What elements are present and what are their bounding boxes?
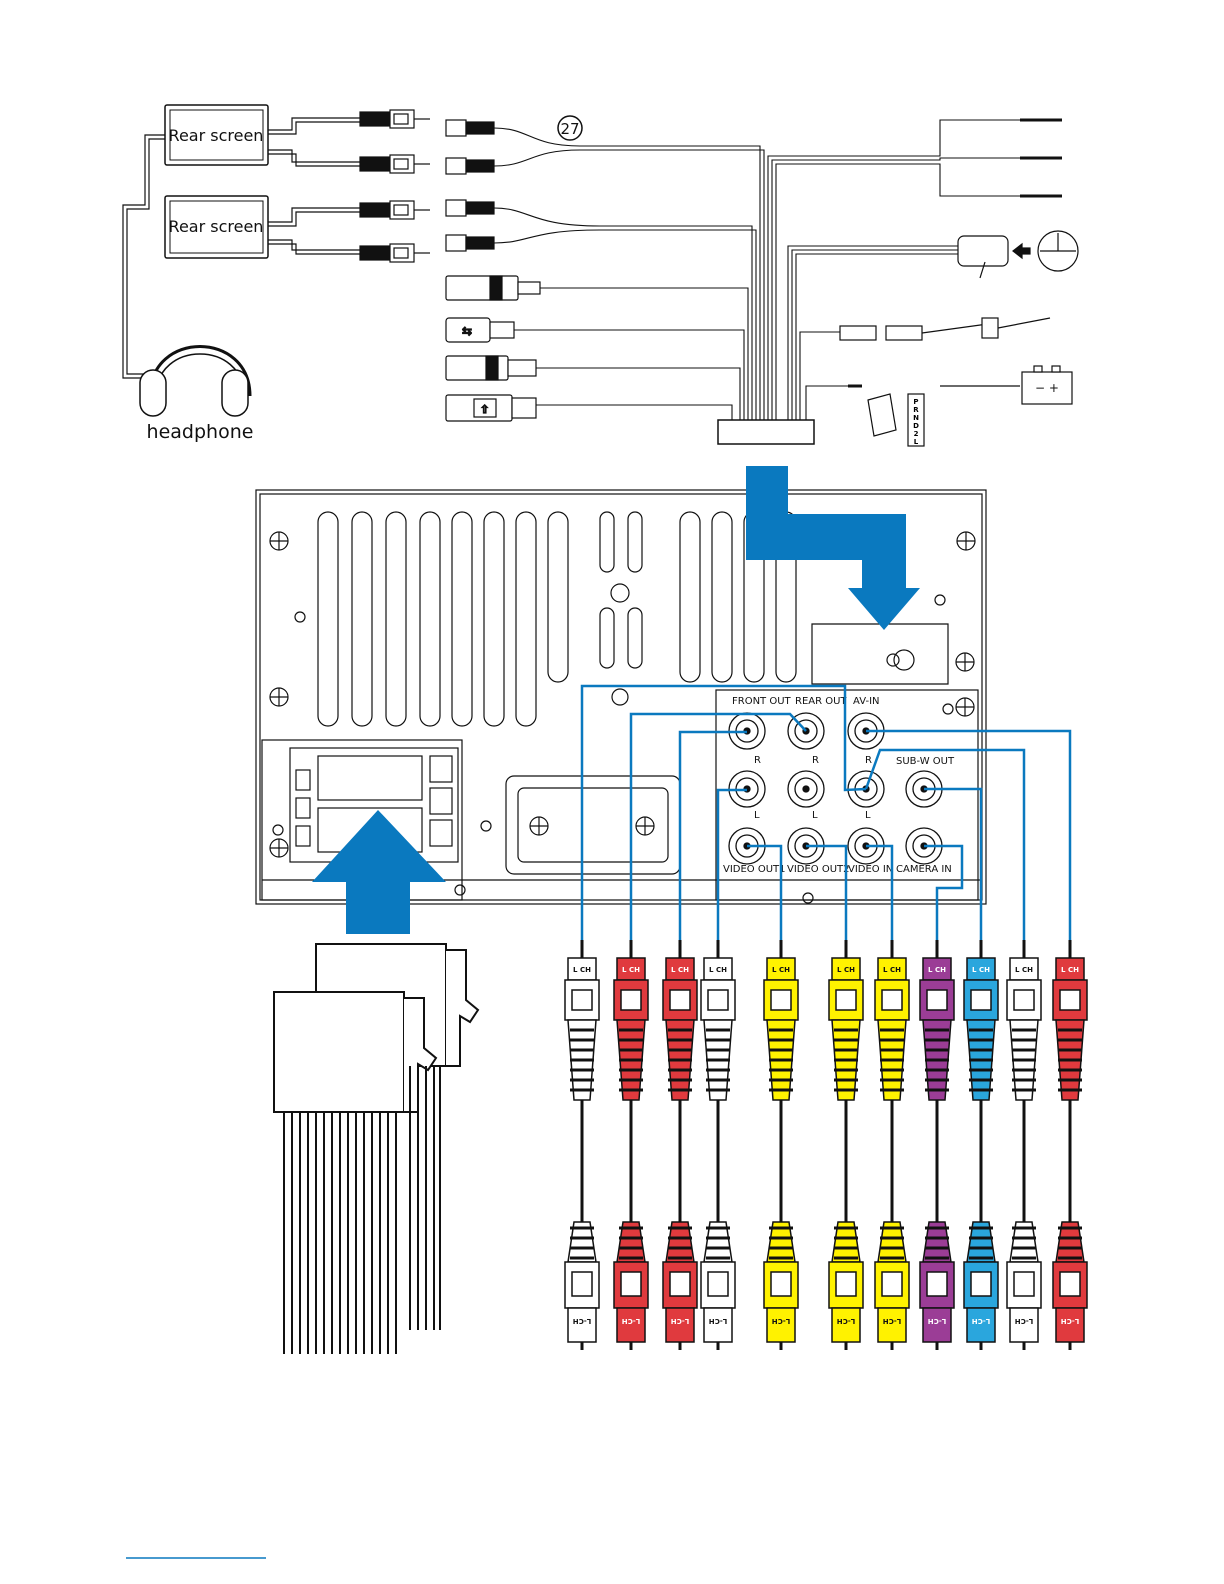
front-out-label: FRONT OUT bbox=[732, 696, 792, 707]
callout-27: 27 bbox=[558, 116, 582, 140]
iso-harness-plugs bbox=[274, 944, 478, 1354]
rca-cable: L CH L-CH bbox=[565, 940, 599, 1350]
l-label: L bbox=[865, 810, 871, 821]
r-label: R bbox=[812, 755, 819, 766]
aux-usb-connectors: ⇆ ⇧ bbox=[446, 276, 540, 421]
cable-tag: L CH bbox=[772, 966, 790, 974]
cable-tag-bottom: L-CH bbox=[1061, 1317, 1080, 1325]
cable-tag: L CH bbox=[573, 966, 591, 974]
battery-label: − + bbox=[1035, 381, 1059, 395]
cable-tag: L CH bbox=[1061, 966, 1079, 974]
rca-cable: L CH L-CH bbox=[875, 940, 909, 1350]
harness-rca-sockets bbox=[446, 120, 494, 251]
camera-in-label: CAMERA IN bbox=[896, 864, 952, 875]
wire-bundle bbox=[494, 120, 1060, 420]
cable-tag-bottom: L-CH bbox=[883, 1317, 902, 1325]
cable-tag: L CH bbox=[622, 966, 640, 974]
usb-icon: ⇆ bbox=[462, 324, 472, 338]
r-label: R bbox=[865, 755, 872, 766]
gear-letter: 2 bbox=[914, 430, 919, 438]
rca-cable: L CH L-CH bbox=[920, 940, 954, 1350]
cable-tag-bottom: L-CH bbox=[972, 1317, 991, 1325]
rca-cable: L CH L-CH bbox=[1007, 940, 1041, 1350]
r-label: R bbox=[754, 755, 761, 766]
cable-tag: L CH bbox=[837, 966, 855, 974]
gear-letter: N bbox=[913, 414, 919, 422]
cable-tag-bottom: L-CH bbox=[709, 1317, 728, 1325]
rca-cable: L CH L-CH bbox=[964, 940, 998, 1350]
cable-tag-bottom: L-CH bbox=[928, 1317, 947, 1325]
cable-tag: L CH bbox=[972, 966, 990, 974]
l-label: L bbox=[812, 810, 818, 821]
cable-tag: L CH bbox=[671, 966, 689, 974]
rca-cable: L CH L-CH bbox=[1053, 940, 1087, 1350]
cable-tag-bottom: L-CH bbox=[1015, 1317, 1034, 1325]
rear-screen-1: Rear screen bbox=[165, 105, 268, 165]
cable-tag-bottom: L-CH bbox=[772, 1317, 791, 1325]
video-in-label: VIDEO IN bbox=[848, 864, 893, 875]
rear-screen-1-label: Rear screen bbox=[169, 126, 264, 145]
screen-rca-plugs bbox=[360, 110, 430, 262]
cable-tag-bottom: L-CH bbox=[837, 1317, 856, 1325]
rca-cable: L CH L-CH bbox=[663, 940, 697, 1350]
cable-tag: L CH bbox=[1015, 966, 1033, 974]
rca-cable: L CH L-CH bbox=[701, 940, 735, 1350]
rca-cables: L CH L-CH L CH L-CH L CH L-CH L CH L-CH L CH L-CH… bbox=[565, 940, 1087, 1350]
cable-tag-bottom: L-CH bbox=[573, 1317, 592, 1325]
cable-tag-bottom: L-CH bbox=[622, 1317, 641, 1325]
gear-letter: P bbox=[913, 398, 918, 406]
cable-tag: L CH bbox=[928, 966, 946, 974]
gear-letter: R bbox=[913, 406, 919, 414]
headphone-label: headphone bbox=[147, 421, 254, 443]
rear-screen-2-label: Rear screen bbox=[169, 217, 264, 236]
rca-cable: L CH L-CH bbox=[829, 940, 863, 1350]
subw-out-label: SUB-W OUT bbox=[896, 756, 955, 767]
right-devices: − + bbox=[840, 120, 1078, 446]
video-out1-label: VIDEO OUT1 bbox=[723, 864, 786, 875]
cable-tag: L CH bbox=[883, 966, 901, 974]
cable-tag: L CH bbox=[709, 966, 727, 974]
rear-out-label: REAR OUT bbox=[795, 696, 847, 707]
gear-letter: D bbox=[913, 422, 919, 430]
callout-27-text: 27 bbox=[560, 120, 579, 138]
rear-screen-2: Rear screen bbox=[165, 196, 268, 258]
gear-letter: L bbox=[914, 438, 919, 446]
video-out2-label: VIDEO OUT2 bbox=[787, 864, 850, 875]
cable-tag-bottom: L-CH bbox=[671, 1317, 690, 1325]
av-in-label: AV-IN bbox=[853, 696, 880, 707]
camera-arrow-icon: ⇧ bbox=[480, 403, 489, 416]
l-label: L bbox=[754, 810, 760, 821]
rca-cable: L CH L-CH bbox=[614, 940, 648, 1350]
rca-cable: L CH L-CH bbox=[764, 940, 798, 1350]
main-connector bbox=[718, 420, 814, 444]
headphone-icon bbox=[140, 347, 250, 417]
